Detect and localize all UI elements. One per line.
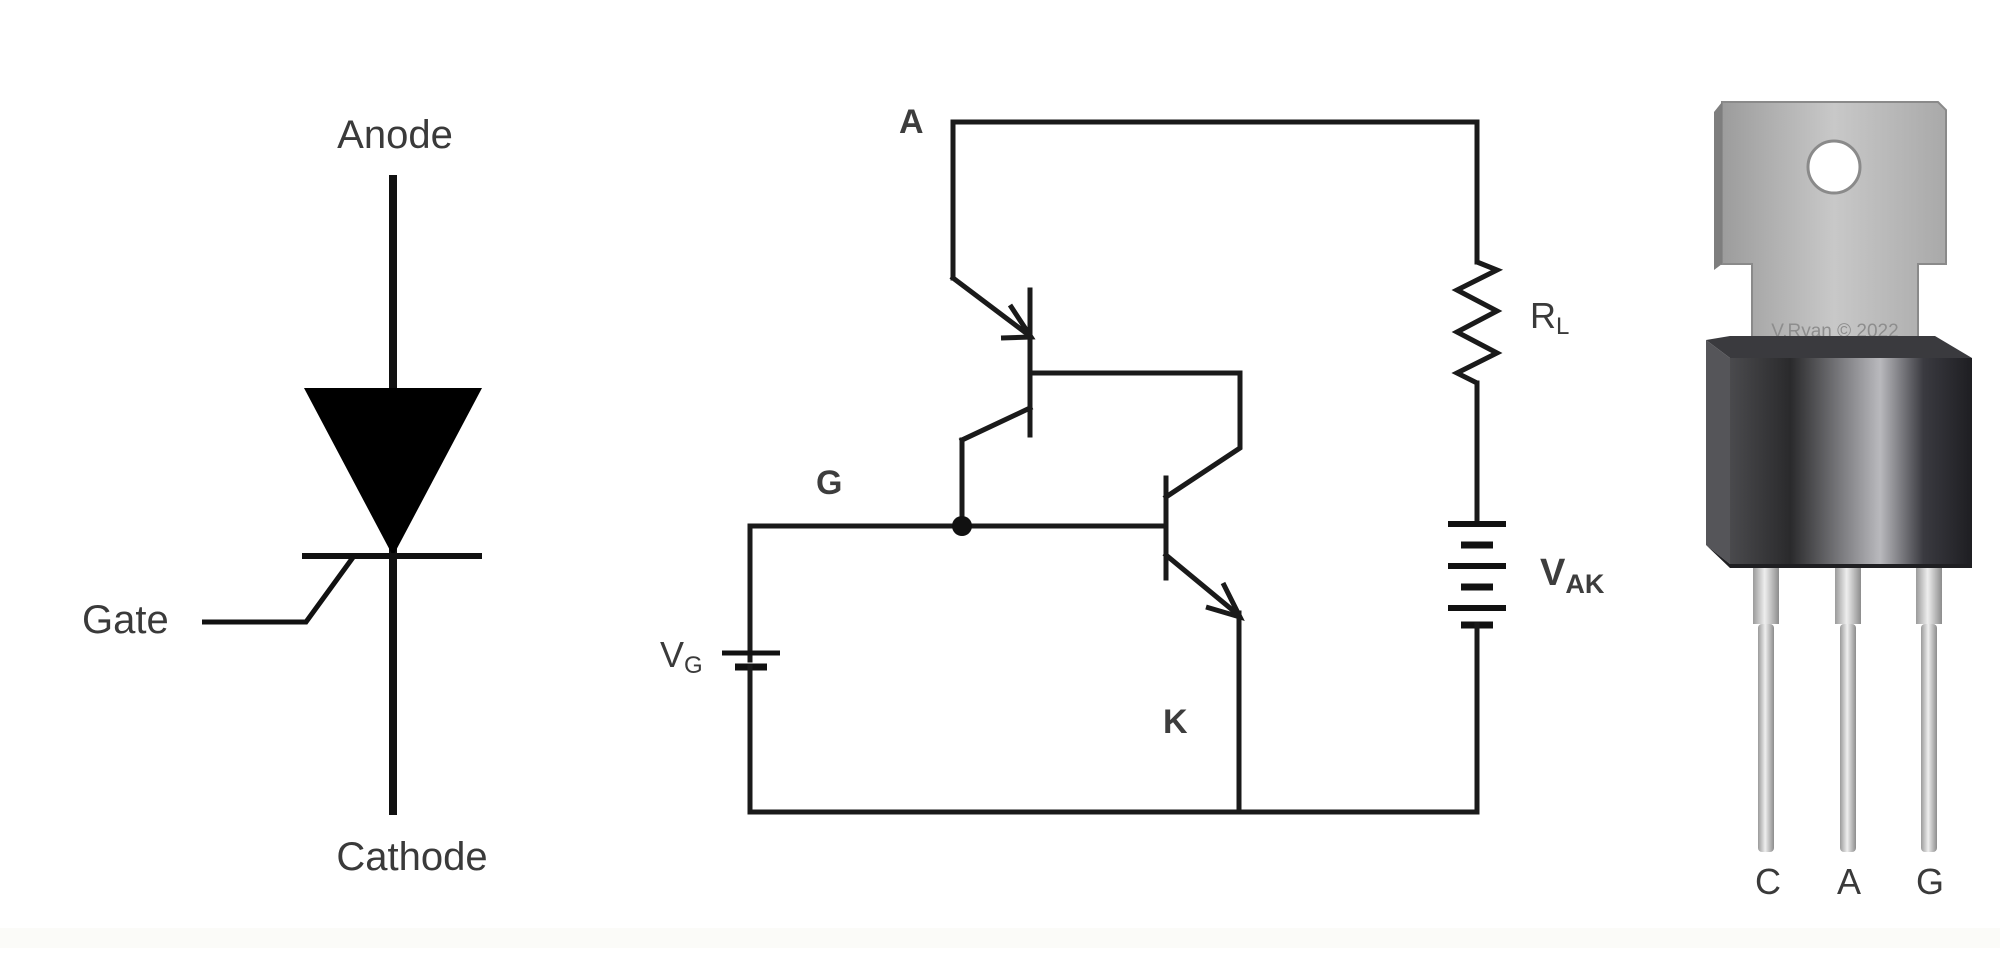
load-resistor (1451, 259, 1504, 386)
pin-g-shoulder (1916, 568, 1942, 624)
pnp-emitter-arrow (1000, 303, 1036, 341)
gate-junction-dot (952, 516, 972, 536)
pin-label-c: C (1755, 861, 1781, 902)
package-body-top (1706, 336, 1972, 358)
gate-label: Gate (82, 598, 169, 642)
node-a-label: A (899, 103, 924, 141)
footer-strip (0, 928, 2000, 948)
node-g-label: G (816, 464, 842, 502)
pin-label-g: G (1916, 861, 1944, 902)
rl-label: RL (1530, 295, 1569, 340)
mounting-hole (1806, 139, 1862, 195)
pin-c-shoulder (1753, 568, 1779, 624)
pin-a-shoulder (1835, 568, 1861, 624)
node-k-label: K (1163, 703, 1188, 741)
wire-anode-top (950, 119, 1480, 281)
package-tab (1721, 101, 1947, 341)
anode-label: Anode (337, 113, 453, 157)
wire-pnp-base-to-npn-collector (1027, 370, 1243, 501)
scr-symbol: Anode Gate Cathode (82, 113, 488, 879)
wire-vg-bottom (747, 664, 1480, 815)
to220-package: V.Ryan © 2022 C A G (1706, 101, 1972, 902)
package-body-bottom (1706, 545, 1972, 568)
package-pins (1753, 568, 1942, 852)
pin-label-a: A (1837, 861, 1861, 902)
pin-g-leg (1921, 624, 1937, 852)
package-tab-edge (1714, 102, 1722, 270)
pin-c-leg (1758, 624, 1774, 852)
diode-triangle (304, 388, 482, 556)
pnp-collector (958, 404, 1034, 444)
wire-gate (747, 523, 1169, 663)
npn-emitter (1162, 551, 1240, 617)
pin-a-leg (1840, 624, 1856, 852)
vg-label: VG (660, 634, 703, 679)
pnp-emitter (949, 274, 1030, 337)
cathode-label: Cathode (336, 835, 487, 879)
package-body-side (1706, 340, 1730, 564)
vak-label: VAK (1540, 552, 1605, 599)
gate-lead (202, 554, 357, 625)
package-body (1730, 358, 1972, 564)
equivalent-circuit: A G K RL VAK VG (660, 103, 1605, 815)
